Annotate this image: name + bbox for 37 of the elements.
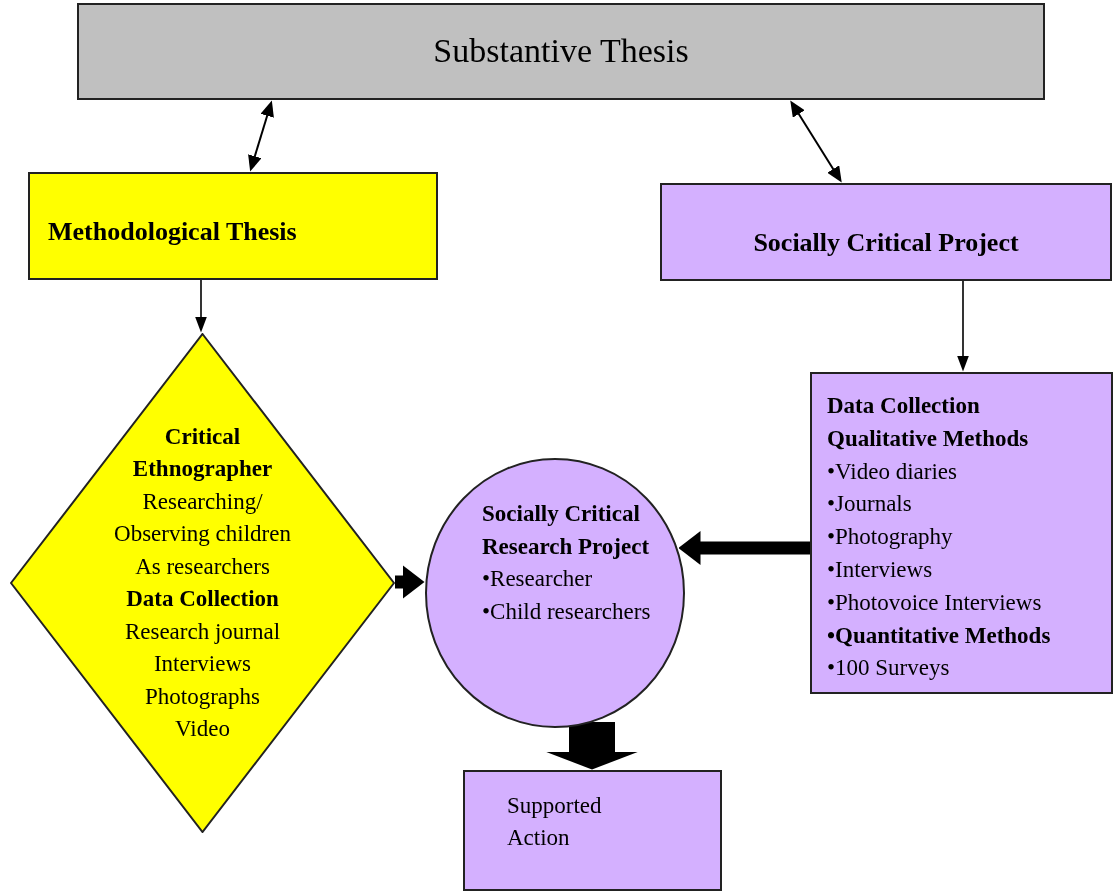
process-box bbox=[810, 372, 1113, 694]
body-text: Interviews bbox=[153, 650, 252, 678]
title-text: Substantive Thesis bbox=[433, 31, 689, 72]
heading-text: Data Collection bbox=[126, 585, 279, 613]
heading-text: Socially Critical Project bbox=[753, 227, 1019, 259]
process-box bbox=[660, 183, 1112, 281]
block-arrow bbox=[395, 565, 425, 599]
heading-text: Data Collection bbox=[827, 392, 980, 420]
body-text: Supported Action bbox=[507, 792, 603, 852]
decision-diamond bbox=[10, 333, 395, 833]
body-text: Research journal bbox=[124, 617, 281, 646]
heading-text: Socially Critical Research Project bbox=[482, 500, 651, 561]
title-box bbox=[77, 3, 1045, 100]
body-text: •Child researchers bbox=[482, 597, 651, 626]
body-text: •100 Surveys bbox=[827, 654, 950, 683]
heading-text: Methodological Thesis bbox=[48, 216, 297, 248]
body-text: Video bbox=[175, 715, 230, 743]
body-text: •Interviews bbox=[827, 556, 933, 584]
process-box bbox=[28, 172, 438, 280]
heading-text: Critical Ethnographer bbox=[131, 422, 274, 483]
body-text: •Photovoice Interviews bbox=[827, 588, 1042, 617]
body-text: Researching/ Observing children As researchers bbox=[113, 487, 292, 581]
arrow bbox=[957, 280, 969, 372]
heading-text: Qualitative Methods bbox=[827, 424, 1029, 453]
double-arrow bbox=[790, 100, 842, 183]
double-arrow bbox=[248, 100, 274, 172]
block-arrow bbox=[545, 722, 639, 770]
ellipse-node bbox=[425, 458, 685, 728]
arrow bbox=[195, 279, 207, 333]
heading-text: •Quantitative Methods bbox=[827, 621, 1051, 650]
body-text: •Photography bbox=[827, 523, 953, 552]
body-text: Photographs bbox=[145, 682, 260, 711]
process-box bbox=[463, 770, 722, 891]
body-text: •Researcher bbox=[482, 565, 593, 593]
block-arrow bbox=[678, 531, 810, 565]
body-text: •Video diaries bbox=[827, 457, 957, 486]
body-text: •Journals bbox=[827, 490, 912, 519]
